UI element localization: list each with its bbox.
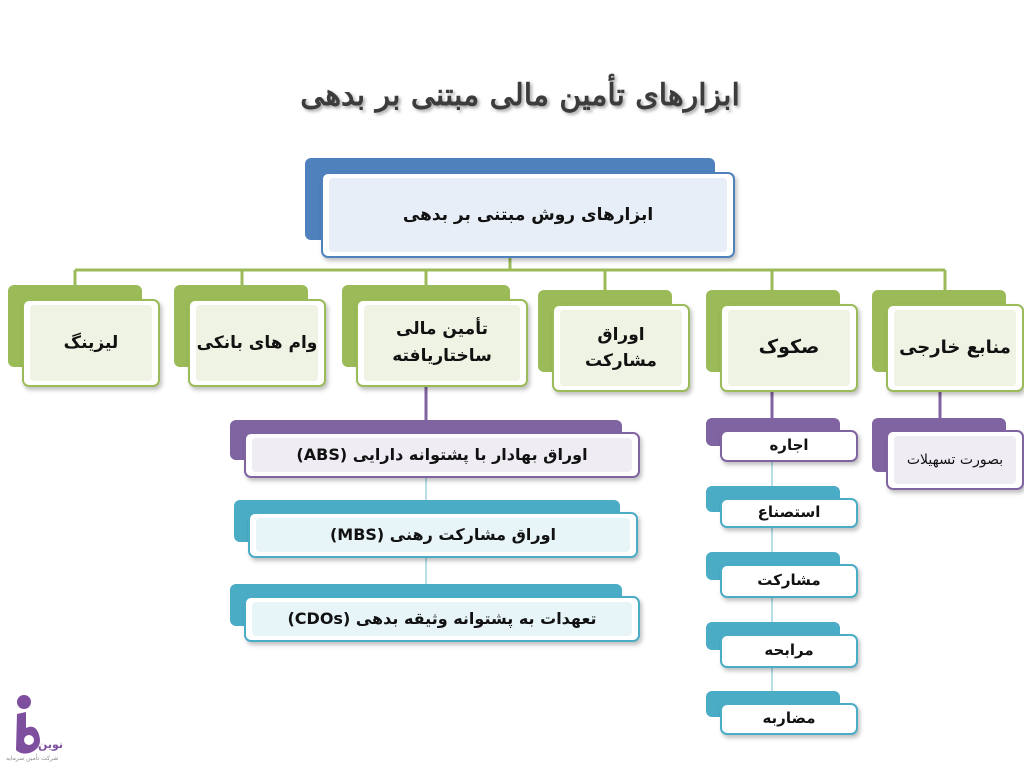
root-node: ابزارهای روش مبتنی بر بدهی bbox=[305, 158, 735, 260]
sukuk-child-ijara: اجاره bbox=[706, 418, 858, 462]
category-foreign-label: منابع خارجی bbox=[899, 336, 1011, 358]
category-leasing-label: لیزینگ bbox=[63, 332, 119, 353]
category-structured: تأمین مالی ساختاریافته bbox=[342, 285, 528, 387]
category-sukuk: صکوک bbox=[706, 290, 858, 392]
category-sukuk-label: صکوک bbox=[758, 336, 820, 359]
sukuk-child-murabaha: مرابحه bbox=[706, 622, 858, 668]
structured-child-label: اوراق مشارکت رهنی (MBS) bbox=[329, 525, 557, 545]
structured-child-label: تعهدات به پشتوانه وثیقه بدهی (CDOs) bbox=[287, 609, 597, 629]
structured-child-cdos: تعهدات به پشتوانه وثیقه بدهی (CDOs) bbox=[230, 584, 640, 644]
sukuk-child-label: مضاربه bbox=[762, 709, 816, 728]
foreign-child-label: بصورت تسهیلات bbox=[906, 451, 1004, 468]
category-structured-label: تأمین مالی ساختاریافته bbox=[392, 318, 492, 366]
sukuk-child-label: مرابحه bbox=[764, 641, 814, 660]
structured-child-abs: اوراق بهادار با پشتوانه دارایی (ABS) bbox=[230, 420, 640, 478]
page-title: ابزارهای تأمین مالی مبتنی بر بدهی bbox=[300, 78, 740, 113]
category-participation-label: اوراق مشارکت bbox=[585, 324, 657, 371]
logo-name: نوین bbox=[38, 738, 64, 751]
category-bank-loans-label: وام های بانکی bbox=[196, 332, 318, 353]
structured-child-label: اوراق بهادار با پشتوانه دارایی (ABS) bbox=[296, 445, 588, 465]
sukuk-child-istisna: استصناع bbox=[706, 486, 858, 528]
sukuk-child-mudaraba: مضاربه bbox=[706, 691, 858, 735]
root-label: ابزارهای روش مبتنی بر بدهی bbox=[402, 204, 654, 225]
sukuk-child-label: اجاره bbox=[769, 436, 809, 455]
category-foreign: منابع خارجی bbox=[872, 290, 1024, 392]
logo-subtitle: شرکت تأمین سرمایه bbox=[6, 755, 59, 762]
structured-child-mbs: اوراق مشارکت رهنی (MBS) bbox=[234, 500, 638, 560]
sukuk-child-label: مشارکت bbox=[757, 571, 821, 590]
category-bank-loans: وام های بانکی bbox=[174, 285, 326, 387]
category-participation: اوراق مشارکت bbox=[538, 290, 690, 392]
foreign-child-facilities: بصورت تسهیلات bbox=[872, 418, 1024, 492]
sukuk-child-musharaka: مشارکت bbox=[706, 552, 858, 598]
category-leasing: لیزینگ bbox=[8, 285, 160, 387]
sukuk-child-label: استصناع bbox=[757, 503, 821, 522]
company-logo-icon bbox=[16, 695, 40, 754]
